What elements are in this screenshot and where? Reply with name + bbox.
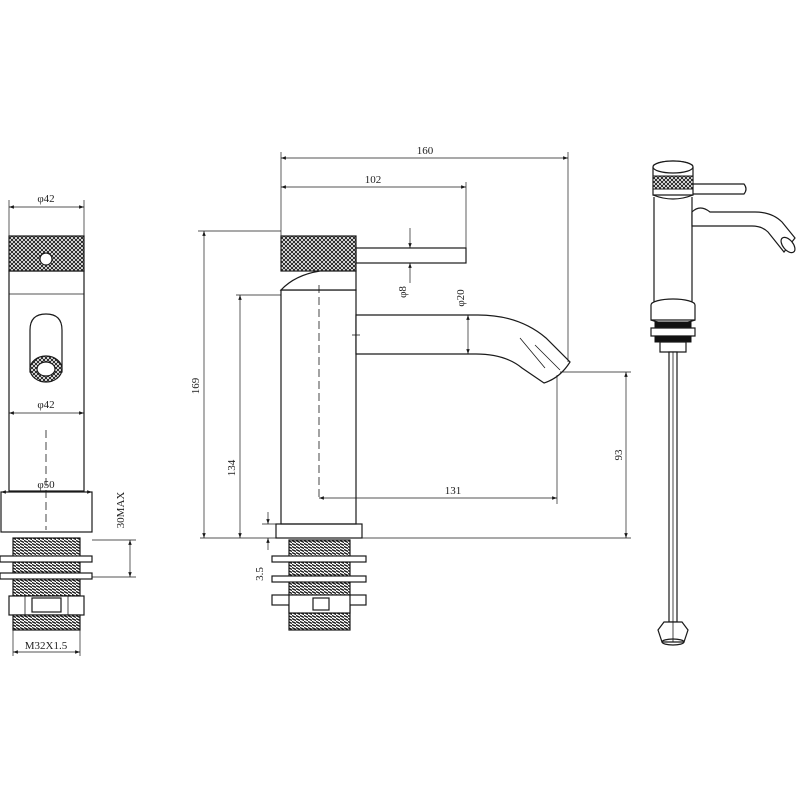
dim-side-overall-length: 160 <box>417 145 434 157</box>
front-view: φ42 φ42 φ50 30MAX M32X1.5 <box>0 193 136 656</box>
front-thread <box>12 537 81 597</box>
front-cap-screw-icon <box>39 252 53 266</box>
side-body <box>280 289 357 525</box>
dim-side-handle-length: 102 <box>365 174 382 186</box>
dim-side-body-height: 134 <box>226 459 238 476</box>
side-washer <box>271 555 367 563</box>
dim-front-body-diameter: φ42 <box>37 399 54 411</box>
dim-front-max-counter: 30MAX <box>115 492 127 529</box>
dim-side-spout-diameter: φ20 <box>455 289 467 307</box>
persp-spout <box>691 207 796 253</box>
dim-side-spout-reach: 131 <box>445 485 462 497</box>
dim-side-spout-height: 93 <box>613 449 625 461</box>
side-view: 160 102 φ8 φ20 169 134 93 131 3.5 <box>190 145 631 631</box>
dim-side-overall-height: 169 <box>190 377 202 394</box>
persp-handle-lever <box>687 183 747 195</box>
dim-front-thread: M32X1.5 <box>25 640 68 652</box>
side-spout <box>355 314 571 384</box>
persp-knurled-ring <box>652 175 694 190</box>
perspective-view <box>650 160 796 646</box>
side-handle-lever <box>355 247 467 264</box>
front-spout <box>29 313 63 373</box>
persp-body <box>653 197 693 306</box>
dim-side-handle-diameter: φ8 <box>397 286 409 298</box>
side-thread <box>288 539 351 631</box>
dim-front-base-diameter: φ50 <box>37 479 55 491</box>
side-base-flange <box>275 523 363 539</box>
persp-thread <box>654 321 692 329</box>
dim-front-top-diameter: φ42 <box>37 193 54 205</box>
front-base-flange <box>0 491 93 533</box>
dim-side-base-thickness: 3.5 <box>254 567 266 581</box>
front-washer <box>0 555 93 563</box>
side-knurled-cap <box>280 235 357 272</box>
